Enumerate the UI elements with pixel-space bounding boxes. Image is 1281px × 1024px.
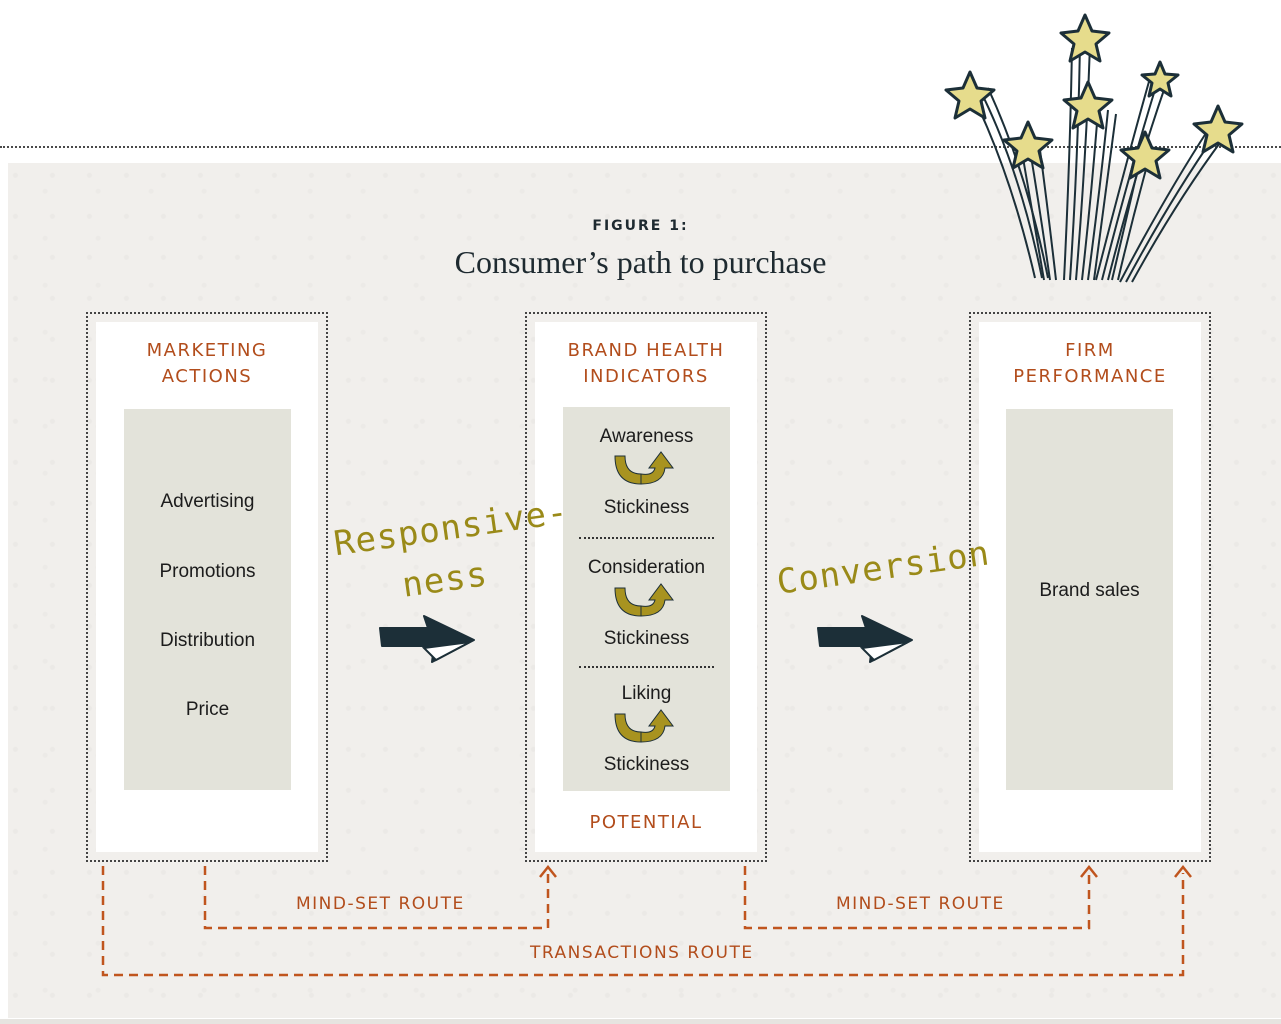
firm-items-box: Brand sales [1006, 409, 1173, 790]
curved-up-arrow-icon [614, 583, 674, 617]
top-dotted-rule [0, 146, 1281, 148]
figure-title: Consumer’s path to purchase [454, 244, 827, 280]
potential-label: POTENTIAL [589, 812, 703, 833]
dotted-divider [579, 666, 714, 668]
marketing-items-box: Advertising Promotions Distribution Pric… [124, 409, 291, 790]
marketing-actions-card: MARKETING ACTIONS Advertising Promotions… [86, 312, 328, 862]
marketing-item: Promotions [159, 561, 256, 582]
card-title-line1: MARKETING [146, 340, 268, 361]
marketing-item: Price [185, 699, 230, 720]
marketing-item: Advertising [160, 491, 255, 512]
figure-panel [8, 163, 1281, 1018]
brand-health-items-box: Awareness Stickiness Consideration Stick… [563, 407, 730, 791]
awareness-label: Awareness [599, 426, 694, 447]
stickiness-label: Stickiness [603, 754, 690, 775]
curved-up-arrow-icon [614, 451, 674, 485]
dotted-divider [579, 537, 714, 539]
mindset-route-right-label: MIND-SET ROUTE [836, 894, 1005, 914]
curved-up-arrow-icon [614, 709, 674, 743]
stickiness-label: Stickiness [603, 497, 690, 518]
mindset-route-left-label: MIND-SET ROUTE [296, 894, 465, 914]
marketing-item: Distribution [159, 630, 256, 651]
card-title-line1: FIRM [1065, 340, 1115, 361]
consideration-label: Consideration [587, 557, 706, 578]
card-title-line2: ACTIONS [161, 366, 253, 387]
figure-label: FIGURE 1: [592, 218, 689, 234]
bottom-rule [0, 1019, 1281, 1024]
card-title-line1: BRAND HEALTH [567, 340, 725, 361]
stickiness-label: Stickiness [603, 628, 690, 649]
card-title-line2: INDICATORS [583, 366, 709, 387]
brand-sales-label: Brand sales [1039, 580, 1140, 601]
right-arrow-icon [817, 615, 913, 663]
card-title-line2: PERFORMANCE [1013, 366, 1167, 387]
right-arrow-icon [379, 615, 475, 663]
shooting-stars-icon [944, 13, 1244, 283]
liking-label: Liking [621, 683, 672, 704]
transactions-route-label: TRANSACTIONS ROUTE [530, 943, 754, 963]
firm-performance-card: FIRM PERFORMANCE Brand sales [969, 312, 1211, 862]
brand-health-card: BRAND HEALTH INDICATORS Awareness Sticki… [525, 312, 767, 862]
